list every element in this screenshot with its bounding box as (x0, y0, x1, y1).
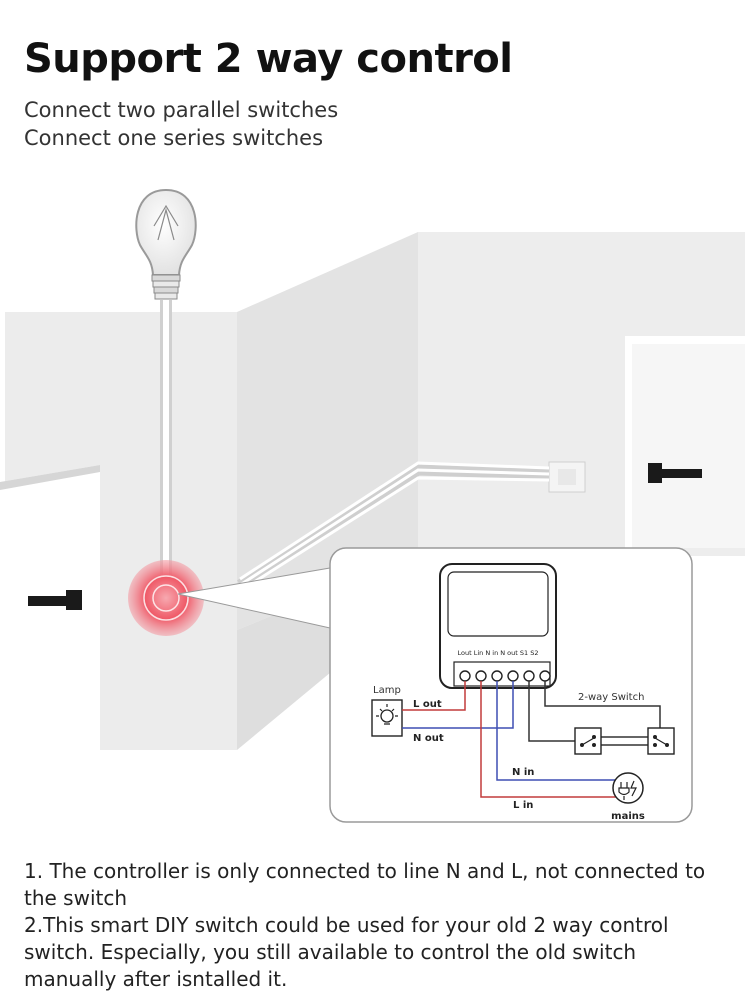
mains-plug-icon (612, 772, 644, 804)
s1-wire (528, 681, 575, 742)
smart-switch-module: Lout Lin N in N out S1 S2 (439, 563, 557, 689)
lamp-icon (371, 699, 403, 737)
page-title: Support 2 way control (24, 36, 513, 82)
wiring-lines (402, 681, 661, 798)
note-1: 1. The controller is only connected to l… (24, 859, 706, 910)
lin-label: L in (513, 800, 533, 811)
neutral-out-wire (402, 681, 514, 729)
two-way-switch-icon-left (574, 727, 602, 755)
s2-wire (544, 681, 661, 728)
neutral-in-wire (496, 681, 617, 781)
wiring-illustration: Lout Lin N in N out S1 S2 Lamp L out (0, 188, 745, 823)
line-out-wire (402, 681, 466, 711)
notes: 1. The controller is only connected to l… (24, 858, 729, 993)
light-bulb-icon (135, 188, 197, 300)
lamp-cable (160, 300, 172, 592)
middle-wall (237, 232, 418, 630)
lout-label: L out (413, 699, 442, 710)
module-terminal-labels: Lout Lin N in N out S1 S2 (458, 649, 539, 657)
left-door (0, 465, 100, 750)
wiring-callout: Lout Lin N in N out S1 S2 Lamp L out (329, 547, 693, 823)
note-2: 2.This smart DIY switch could be used fo… (24, 913, 669, 991)
wall-switch-plate (548, 461, 586, 493)
nout-label: N out (413, 733, 444, 744)
two-way-switch-icon-right (647, 727, 675, 755)
conduit-to-switch (237, 461, 550, 593)
line-in-wire (480, 681, 617, 798)
nin-label: N in (512, 767, 534, 778)
mains-label: mains (611, 811, 645, 822)
subtitle-line-1: Connect two parallel switches (24, 98, 339, 122)
right-door (625, 336, 745, 548)
lamp-label: Lamp (373, 685, 401, 696)
junction-box-glow (128, 560, 204, 636)
subtitle: Connect two parallel switches Connect on… (24, 96, 338, 152)
two-way-switch-label: 2-way Switch (578, 692, 644, 703)
subtitle-line-2: Connect one series switches (24, 126, 324, 150)
